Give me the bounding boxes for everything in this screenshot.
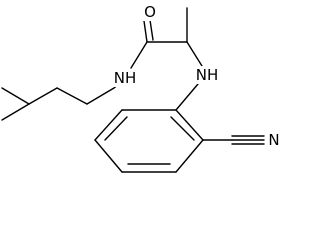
bond-n-amine-ring xyxy=(175,83,199,111)
atom-label-amide-nh: NH xyxy=(114,69,137,87)
atom-label-nitrile-n: N xyxy=(268,131,279,149)
bond-carbonyl-o xyxy=(143,20,148,43)
ring-bond-6 xyxy=(175,109,204,141)
bond-c5-c6 xyxy=(86,87,115,105)
ring-bond-2 xyxy=(94,109,123,141)
bond-carbonyl-o-double xyxy=(149,19,154,41)
bond-c4-c5 xyxy=(56,87,88,105)
bond-c1-c2 xyxy=(1,87,30,105)
ring-bond-5 xyxy=(175,139,204,173)
bond-n-amide-carbonyl xyxy=(130,41,148,69)
ring-inner-double-3 xyxy=(170,116,195,141)
ring-bond-3 xyxy=(94,139,123,173)
bond-c2-c4 xyxy=(28,87,58,105)
bond-alpha-n-amine xyxy=(186,41,203,67)
structure-diagram: O NH NH N xyxy=(1,3,281,173)
bond-c2-c3 xyxy=(1,103,30,121)
atom-label-oxygen: O xyxy=(144,3,156,21)
atom-label-amine-nh: NH xyxy=(196,66,219,84)
ring-inner-double-1 xyxy=(104,116,128,141)
